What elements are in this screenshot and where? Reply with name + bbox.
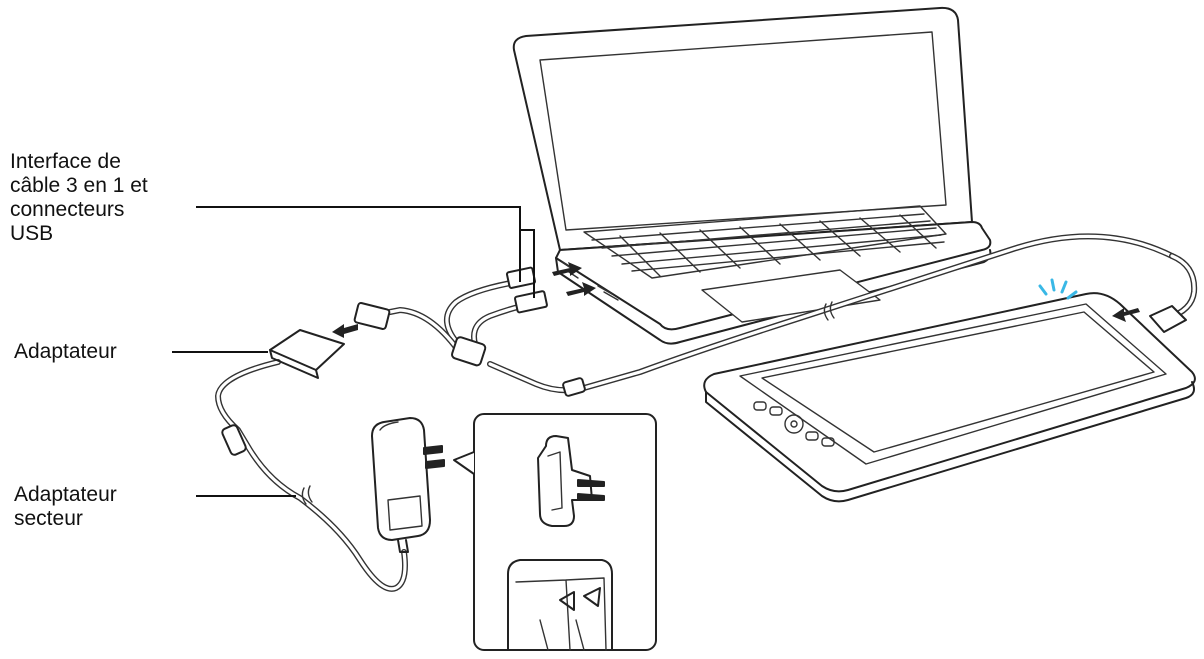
express-keys <box>753 401 835 447</box>
leader-lines <box>172 206 535 497</box>
power-indicator-glow <box>1038 278 1078 300</box>
label-cable-interface: Interface de câble 3 en 1 et connecteurs… <box>10 150 148 246</box>
label-cable-interface-line-4: USB <box>10 222 54 245</box>
keyboard <box>591 213 945 277</box>
label-cable-interface-line-3: connecteurs <box>10 198 125 221</box>
pen-display-tablet <box>703 278 1196 503</box>
ac-adapter <box>371 417 445 553</box>
connectors <box>221 266 1187 456</box>
plug-detail-inset <box>453 413 657 651</box>
label-ac-adapter-line-2: secteur <box>14 507 83 530</box>
label-ac-adapter-line-1: Adaptateur <box>14 483 117 506</box>
label-cable-interface-line-2: câble 3 en 1 et <box>10 174 148 197</box>
direction-arrows <box>332 262 1140 572</box>
leader-cable-interface <box>196 206 521 282</box>
label-cable-interface-line-1: Interface de <box>10 150 121 173</box>
laptop <box>512 6 992 345</box>
label-adapter: Adaptateur <box>14 340 117 364</box>
label-ac-adapter: Adaptateur secteur <box>14 483 117 531</box>
label-adapter-text: Adaptateur <box>14 340 117 363</box>
